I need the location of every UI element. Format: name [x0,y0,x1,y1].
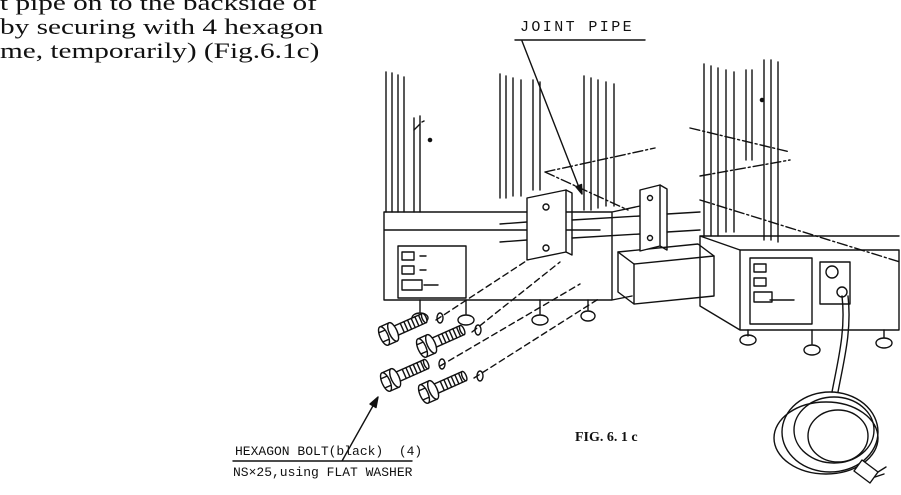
right-cabinet-panel [749,257,813,325]
caster [739,334,757,346]
caster [580,310,596,322]
hexagon-bolt-label: HEXAGON BOLT(black) (4) [235,444,423,459]
bolt-size-washer-label: NS×25,using FLAT WASHER [233,465,413,480]
left-cabinet-legs [419,299,589,315]
caster [875,337,893,349]
left-cabinet-connectors [401,251,439,291]
left-cabinet-base [383,205,641,301]
left-cabinet [383,71,641,326]
arrowhead [369,396,379,409]
power-plug [853,459,879,484]
joint-pipe-leader [514,39,646,195]
right-cabinet [699,59,900,356]
right-cabinet-legs [747,329,885,345]
center-base-block [617,243,715,305]
right-cabinet-connectors [753,263,795,303]
bolt-hole [542,203,550,211]
stray-mark [413,120,425,131]
hexagon-bolt [415,365,471,406]
arrowhead [575,183,583,195]
bolt-insertion-paths [435,247,601,379]
caster [803,344,821,356]
left-cabinet-right-posts [583,75,615,211]
body-text-line: t pipe on to the backside of [0,0,317,15]
alignment-centerlines [544,127,901,263]
left-cabinet-screw-dot [427,137,433,143]
bolt-hole [646,194,654,202]
body-text-line: me, temporarily) (Fig.6.1c) [0,38,320,63]
right-cabinet-base [699,235,900,331]
caster [457,314,475,326]
socket-screw [825,265,839,279]
joint-pipe [499,184,701,261]
bolt-hole [542,244,550,252]
left-cabinet-panel [397,245,467,299]
caster [531,314,549,326]
right-cabinet-posts [703,59,779,243]
joint-pipe-label: JOINT PIPE [520,19,635,36]
bolt-label-leader [232,396,413,462]
left-cabinet-front-posts [385,71,421,213]
joint-pipe-left-plate [526,189,567,261]
left-cabinet-back-posts [499,73,541,199]
body-text-line: by securing with 4 hexagon [0,14,324,39]
bolt-hole [646,234,654,242]
hexagon-bolts [375,307,471,406]
power-cable [773,295,887,484]
body-text: t pipe on to the backside of by securing… [0,0,323,63]
joint-pipe-bar [499,211,701,243]
hexagon-bolt [413,319,469,360]
right-cabinet-screw-dot [759,97,765,103]
flat-washers [436,312,484,382]
figure-caption: FIG. 6. 1 c [575,430,638,445]
power-socket [819,261,851,305]
